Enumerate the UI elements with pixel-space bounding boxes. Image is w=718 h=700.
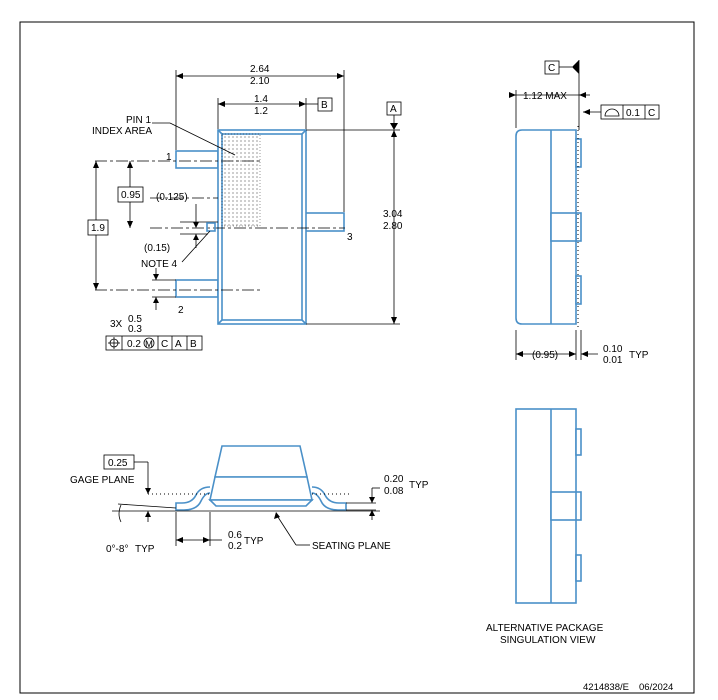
- lead-thk-suffix: TYP: [409, 480, 429, 491]
- alt-singulation-view: [515, 408, 582, 604]
- lead-thk-min: 0.08: [384, 486, 404, 497]
- pitch-basic: 0.95: [121, 190, 141, 201]
- alt-caption-line1: ALTERNATIVE PACKAGE: [486, 623, 604, 634]
- datum-c-box: [544, 60, 560, 75]
- datum-c: C: [548, 63, 555, 74]
- pin1-label-line2: INDEX AREA: [92, 126, 152, 137]
- top-view: [87, 70, 402, 351]
- front-view: [103, 445, 380, 546]
- pin3-number: 3: [347, 232, 353, 243]
- fcf-tolerance: 0.2: [127, 339, 141, 350]
- lead-pin2: [175, 279, 219, 298]
- profile-fcf: [583, 104, 660, 120]
- sheet-border: [19, 21, 695, 694]
- foot-suffix: TYP: [244, 536, 264, 547]
- ref-0125: (0.125): [156, 192, 188, 203]
- length-min: 2.80: [383, 221, 403, 232]
- pin2-number: 2: [178, 305, 184, 316]
- angle-suffix: TYP: [135, 544, 155, 555]
- package-body-inner: [221, 133, 303, 321]
- ref-015: (0.15): [144, 243, 170, 254]
- overall-width-max: 2.64: [250, 64, 270, 75]
- foot-min: 0.2: [228, 541, 242, 552]
- note-4: NOTE 4: [141, 259, 178, 270]
- standoff-max: 0.10: [603, 344, 623, 355]
- lead-width-max: 0.5: [128, 314, 142, 325]
- standoff-min: 0.01: [603, 355, 623, 366]
- seating-label: SEATING PLANE: [312, 541, 391, 552]
- alt-caption-line2: SINGULATION VIEW: [500, 635, 596, 646]
- overall-width-min: 2.10: [250, 76, 270, 87]
- lead-pin1: [175, 150, 219, 169]
- lead-width-min: 0.3: [128, 324, 142, 335]
- pitch-basic-box: [117, 186, 144, 203]
- fcf-mmc: M: [145, 339, 153, 350]
- profile-tolerance: 0.1: [626, 108, 640, 119]
- datum-b-box: [317, 97, 333, 112]
- profile-datum: C: [648, 108, 655, 119]
- lead-thk-max: 0.20: [384, 474, 404, 485]
- fcf-datum-c: C: [161, 339, 168, 350]
- doc-date: 06/2024: [639, 682, 673, 693]
- pin1-label-line1: PIN 1: [126, 115, 151, 126]
- foot-max: 0.6: [228, 530, 242, 541]
- body-width-min: 1.2: [254, 106, 268, 117]
- pin1-index-area: [221, 133, 261, 227]
- position-fcf: [105, 335, 203, 351]
- standoff-suffix: TYP: [629, 350, 649, 361]
- ref-095: (0.95): [532, 350, 558, 361]
- fcf-datum-b: B: [190, 339, 197, 350]
- lead-width-prefix: 3X: [110, 319, 123, 330]
- height-max: 1.12 MAX: [523, 91, 567, 102]
- gage-value: 0.25: [108, 458, 128, 469]
- length-max: 3.04: [383, 209, 403, 220]
- datum-b: B: [321, 100, 328, 111]
- pin1-number: 1: [166, 152, 172, 163]
- doc-id: 4214838/E: [583, 682, 629, 693]
- side-view: [509, 60, 660, 360]
- angle-label: 0°-8°: [106, 544, 128, 555]
- span-basic-box: [87, 219, 109, 236]
- body-width-max: 1.4: [254, 94, 268, 105]
- datum-a: A: [390, 104, 397, 115]
- span-basic: 1.9: [91, 223, 105, 234]
- fcf-datum-a: A: [175, 339, 182, 350]
- gage-label: GAGE PLANE: [70, 475, 135, 486]
